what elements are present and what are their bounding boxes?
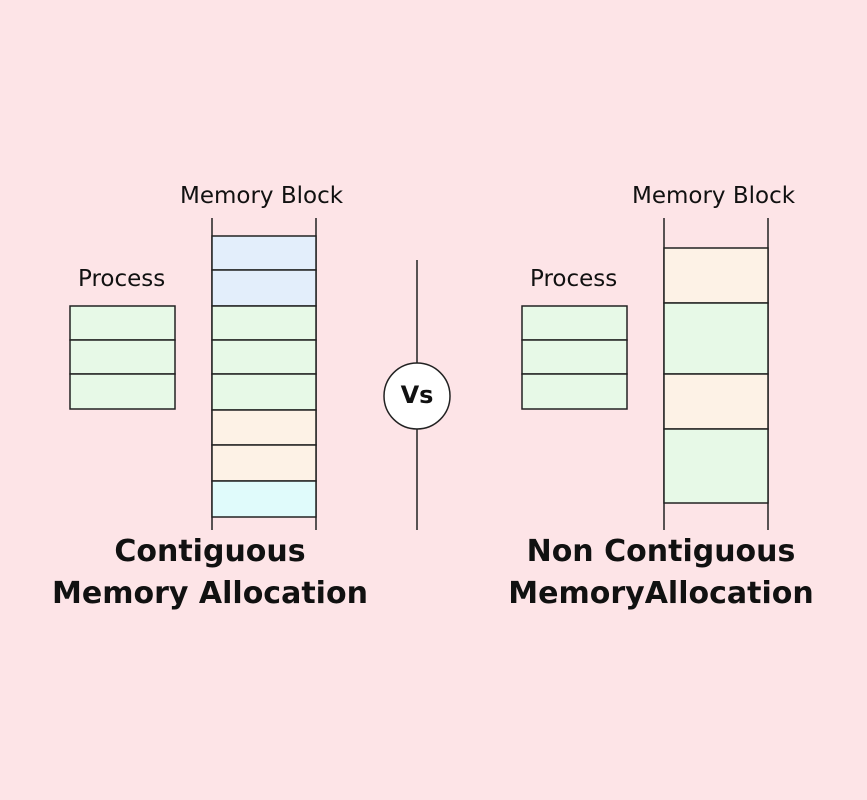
left-memory-slot-8 (211, 480, 317, 518)
right-memory-block (663, 218, 769, 530)
left-title-line2: Memory Allocation (52, 576, 368, 611)
right-title-line1: Non Contiguous (526, 534, 796, 569)
left-memory-slot-4 (211, 339, 317, 375)
left-memory-slot-5 (211, 373, 317, 411)
left-process-block-1 (69, 305, 176, 341)
right-process-block-3 (521, 373, 628, 410)
right-process-block-1 (521, 305, 628, 341)
right-memory-block-label: Memory Block (632, 183, 796, 209)
left-process-block-3 (69, 373, 176, 410)
vs-circle (383, 362, 451, 430)
right-process-block-2 (521, 339, 628, 375)
left-memory-block-label: Memory Block (180, 183, 344, 209)
left-process-stack (69, 305, 176, 410)
vs-label: Vs (400, 381, 434, 409)
right-process-label: Process (530, 266, 618, 292)
left-process-block-2 (69, 339, 176, 375)
right-memory-slot-1 (663, 247, 769, 304)
left-memory-block (211, 218, 317, 530)
left-memory-slot-2 (211, 269, 317, 307)
left-title-line1: Contiguous (114, 534, 306, 569)
left-memory-slot-1 (211, 235, 317, 271)
right-title-line2: MemoryAllocation (508, 576, 814, 611)
left-memory-slot-7 (211, 444, 317, 482)
right-memory-slot-2 (663, 302, 769, 375)
left-memory-slot-6 (211, 409, 317, 446)
left-process-label: Process (78, 266, 166, 292)
right-memory-slot-3 (663, 373, 769, 430)
left-memory-slot-3 (211, 305, 317, 341)
right-process-stack (521, 305, 628, 410)
right-memory-slot-4 (663, 428, 769, 504)
vs-divider (383, 260, 451, 530)
